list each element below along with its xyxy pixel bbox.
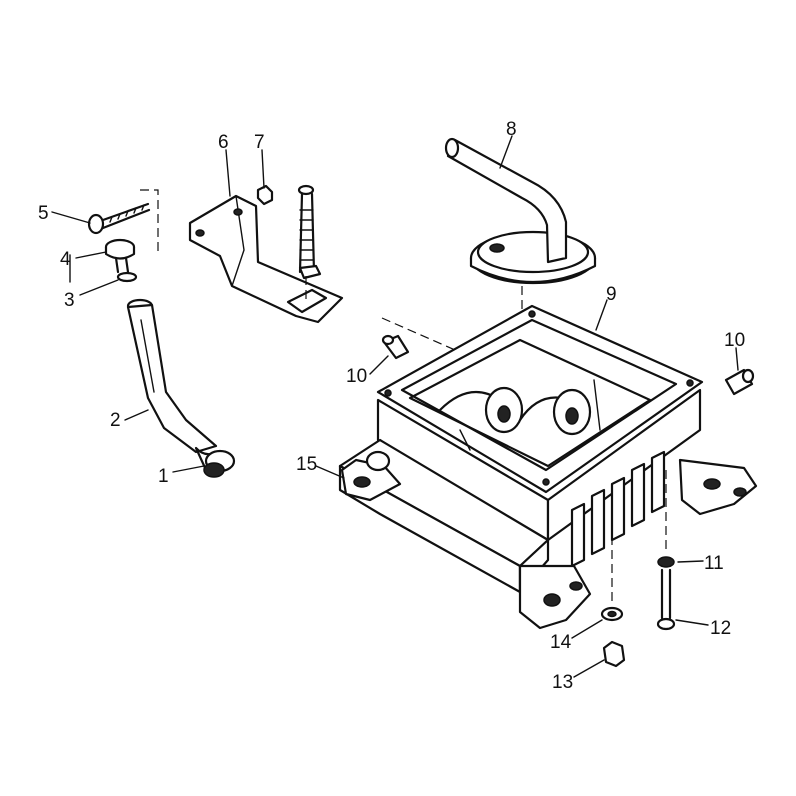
callout-1: 1 bbox=[158, 466, 169, 487]
callout-5: 5 bbox=[38, 203, 49, 224]
part-14-washer bbox=[600, 606, 624, 622]
callout-15: 15 bbox=[296, 454, 317, 475]
part-1-plug bbox=[203, 449, 236, 478]
callout-9: 9 bbox=[606, 284, 617, 305]
part-9-gasket bbox=[376, 304, 704, 494]
part-12-bolt bbox=[656, 568, 676, 631]
part-10-fitting-left bbox=[381, 334, 410, 360]
part-10-fitting-right bbox=[724, 368, 755, 396]
callout-11: 11 bbox=[704, 553, 724, 574]
alignment-line-bracket bbox=[140, 189, 159, 256]
callout-4: 4 bbox=[60, 249, 71, 270]
callout-7: 7 bbox=[254, 132, 265, 153]
part-2-filler-tube bbox=[126, 298, 230, 473]
callout-8: 8 bbox=[506, 119, 517, 140]
callout-10-right: 10 bbox=[724, 330, 745, 351]
part-15-housing bbox=[338, 338, 758, 630]
part-4-filler-cap bbox=[104, 238, 136, 274]
leader-lines bbox=[51, 135, 739, 678]
mounting-bolt bbox=[297, 184, 322, 280]
callout-14: 14 bbox=[550, 632, 572, 653]
part-5-screw bbox=[87, 202, 151, 235]
callout-3: 3 bbox=[64, 290, 75, 311]
part-3-gasket bbox=[116, 271, 138, 283]
callout-10-left: 10 bbox=[346, 366, 367, 387]
part-8-breather-cover bbox=[444, 137, 597, 285]
part-6-bracket bbox=[188, 194, 344, 324]
callout-12: 12 bbox=[710, 618, 731, 639]
callout-13: 13 bbox=[552, 672, 573, 693]
part-13-nut bbox=[602, 640, 626, 668]
part-11-lock-washer bbox=[657, 556, 675, 568]
callout-2: 2 bbox=[110, 410, 121, 431]
part-7-nut bbox=[256, 184, 274, 206]
callout-6: 6 bbox=[218, 132, 229, 153]
